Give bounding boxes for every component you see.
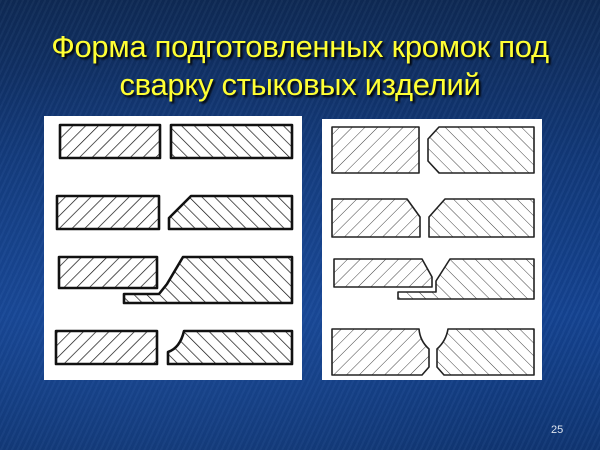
title-line-2: сварку стыковых изделий bbox=[119, 67, 481, 102]
slide-number: 25 bbox=[551, 424, 564, 436]
right-edge-preparation-figure bbox=[322, 119, 542, 380]
title-line-1: Форма подготовленных кромок под bbox=[51, 29, 549, 64]
slide-title: Форма подготовленных кромок под сварку с… bbox=[0, 28, 600, 104]
left-figure-drawing bbox=[54, 123, 294, 366]
left-edge-preparation-figure bbox=[44, 116, 302, 380]
right-figure-drawing bbox=[331, 126, 535, 376]
